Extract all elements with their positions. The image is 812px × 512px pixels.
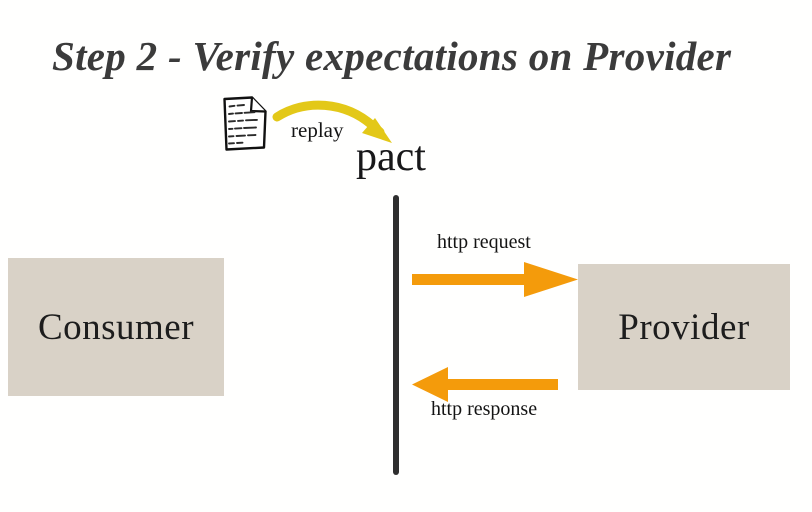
http-request-arrow bbox=[412, 262, 578, 297]
provider-box: Provider bbox=[578, 264, 790, 390]
boundary-line bbox=[393, 195, 399, 475]
consumer-label: Consumer bbox=[37, 306, 195, 348]
replay-label: replay bbox=[291, 118, 344, 142]
consumer-box: Consumer bbox=[8, 258, 224, 396]
http-response-label: http response bbox=[431, 398, 538, 420]
pact-label: pact bbox=[356, 134, 426, 180]
page-title: Step 2 - Verify expectations on Provider bbox=[52, 33, 732, 79]
provider-label: Provider bbox=[618, 306, 750, 348]
http-response-arrow bbox=[412, 367, 558, 402]
http-request-label: http request bbox=[437, 231, 531, 253]
document-icon bbox=[221, 96, 269, 152]
